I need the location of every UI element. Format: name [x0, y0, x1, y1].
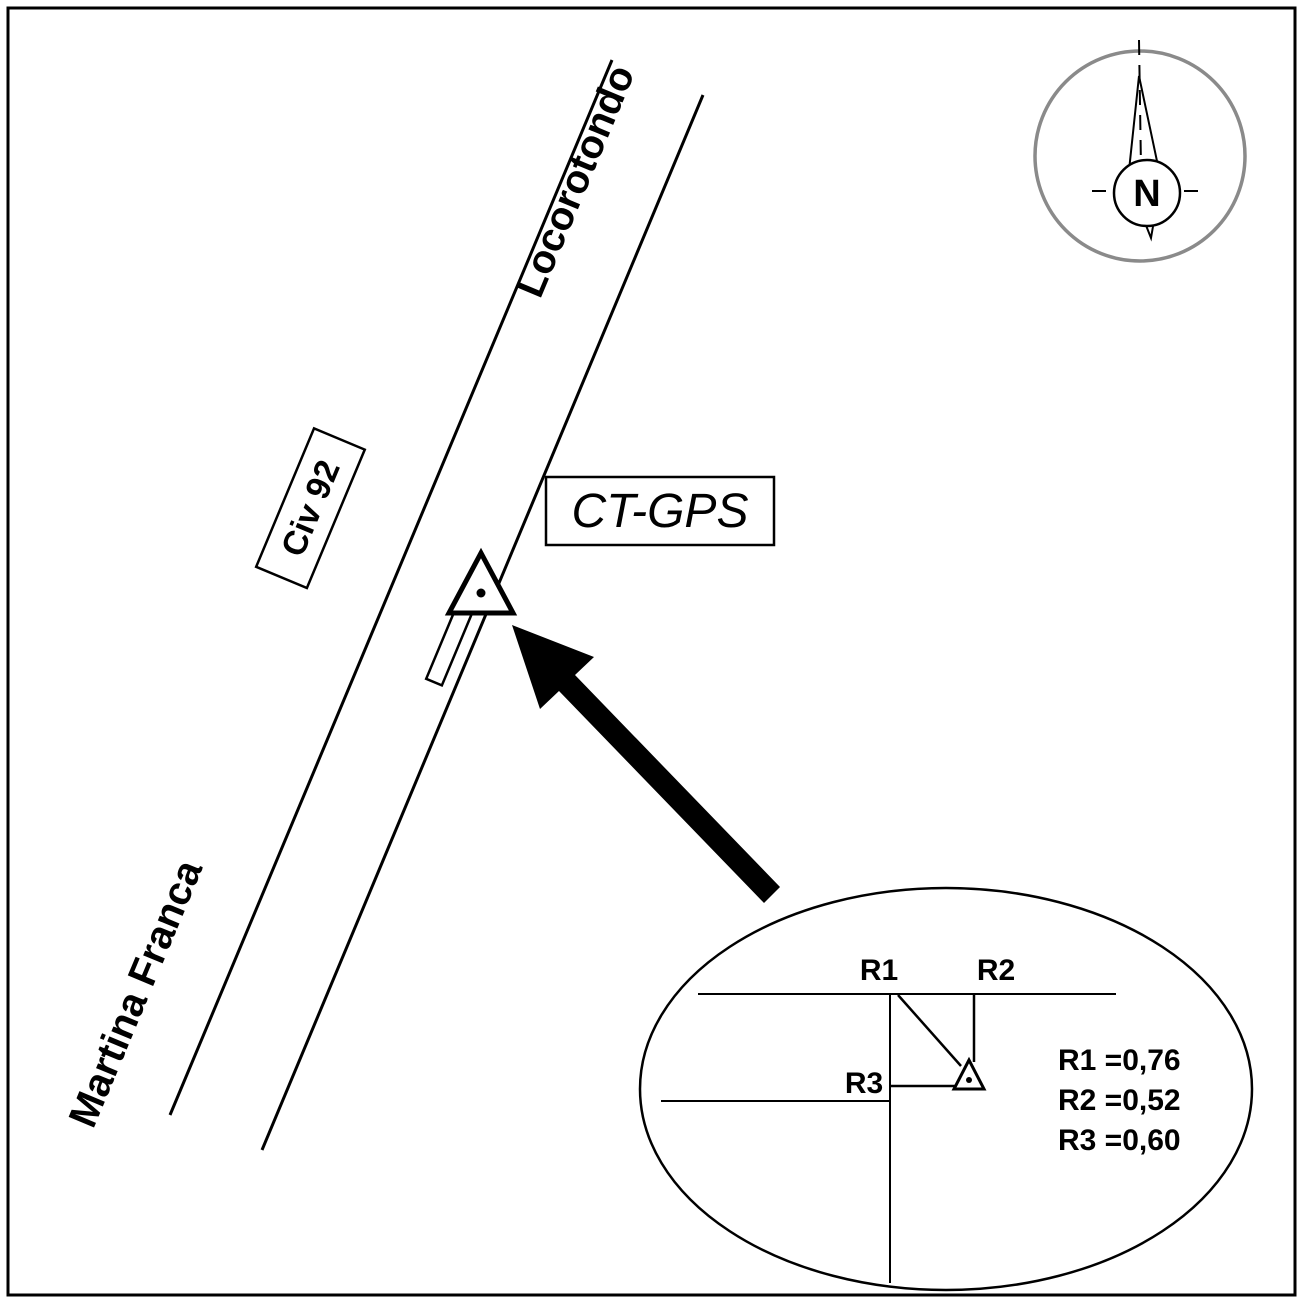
station-label-text: CT-GPS: [572, 485, 749, 538]
station-label-frame: [544, 475, 776, 547]
compass-north-label: N: [1133, 173, 1160, 215]
road: [168, 59, 705, 1151]
inset-measurement-values: R1 =0,76 R2 =0,52 R3 =0,60: [1058, 1044, 1181, 1157]
compass-rose: N: [1033, 39, 1247, 263]
inset-r2-value: R2 =0,52: [1058, 1084, 1181, 1117]
diagram-border: [6, 6, 1297, 1297]
road-edge-right: [260, 94, 705, 1151]
inset-r1-value: R1 =0,76: [1058, 1044, 1181, 1077]
inset-r3-label: R3: [845, 1067, 883, 1100]
inset-r2-label: R2: [977, 954, 1015, 987]
compass-axis-vertical: [1138, 39, 1142, 169]
road-sign-box: [254, 426, 367, 590]
station-triangle: [444, 547, 518, 616]
pointer-arrow: [512, 625, 780, 903]
compass-center-circle: [1112, 158, 1182, 228]
station-dot: [476, 588, 486, 598]
road-edge-left: [168, 59, 614, 1116]
station-building: [424, 604, 474, 688]
road-label-locorotondo: Locorotondo: [508, 59, 644, 303]
inset-ellipse: [638, 886, 1254, 1292]
inset-station-triangle: [951, 1056, 987, 1091]
inset-station-dot: [966, 1077, 972, 1083]
road-label-martina-franca: Martina Franca: [61, 853, 212, 1133]
inset-measure-r1-line: [897, 994, 962, 1067]
inset-r3-value: R3 =0,60: [1058, 1124, 1181, 1157]
road-sign-civ92: Civ 92: [254, 426, 367, 590]
station-marker: [444, 547, 518, 616]
inset-r1-label: R1: [860, 954, 898, 987]
detail-inset: R1 R2 R3 R1 =0,76 R2 =0,52 R3 =0,60: [638, 886, 1254, 1292]
station-label-box: CT-GPS: [544, 475, 776, 547]
